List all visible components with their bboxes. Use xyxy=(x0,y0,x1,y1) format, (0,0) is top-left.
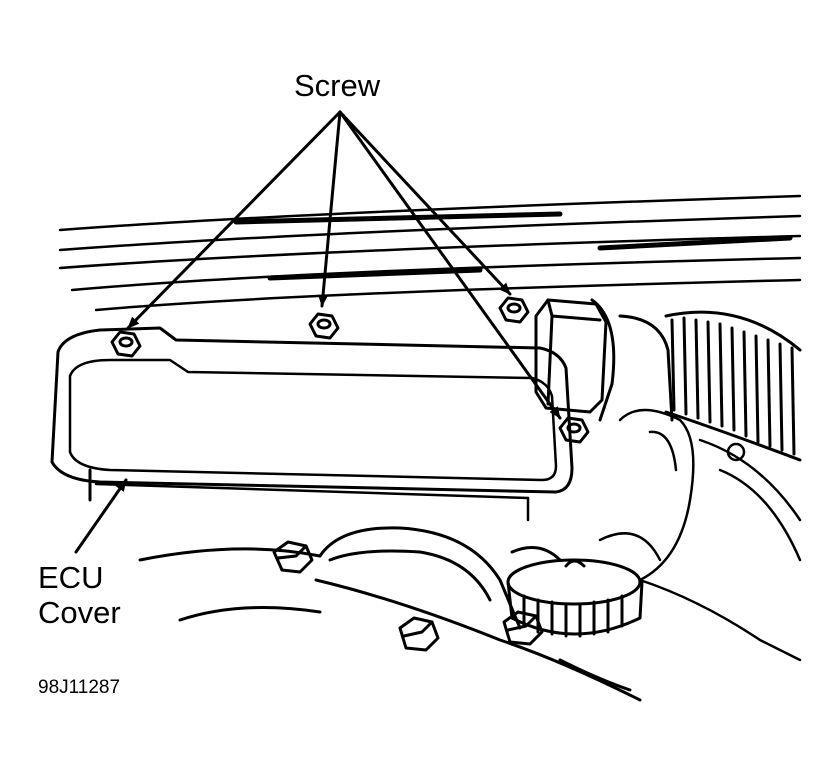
ecu-leader-arrow xyxy=(74,478,128,554)
figure-id-label: 98J11287 xyxy=(38,677,121,698)
ecu-cover xyxy=(50,326,574,522)
ecu-cover-label: ECU Cover xyxy=(38,560,121,630)
screw-right xyxy=(498,296,530,324)
screw-lower-right xyxy=(558,416,590,444)
reservoir-cap xyxy=(506,546,644,638)
hex-nuts xyxy=(272,540,544,652)
ecu-bracket xyxy=(534,298,674,422)
shock-tower xyxy=(598,408,802,662)
cowl-panel-thick-lines xyxy=(233,211,793,281)
screw-label: Screw xyxy=(294,68,381,103)
screw-center xyxy=(308,312,340,340)
arrow-to-center-screw xyxy=(318,110,342,308)
arrow-to-lower-right-screw xyxy=(338,110,562,420)
screw-leader-arrows xyxy=(126,110,562,420)
ecu-label-line1: ECU xyxy=(38,560,104,595)
ecu-label-line2: Cover xyxy=(38,595,121,630)
cowl-panel-lines xyxy=(58,194,802,312)
screw-left xyxy=(110,330,142,358)
arrow-to-right-screw xyxy=(338,110,512,296)
intake-hose xyxy=(664,310,802,462)
arrow-to-left-screw xyxy=(126,110,342,330)
